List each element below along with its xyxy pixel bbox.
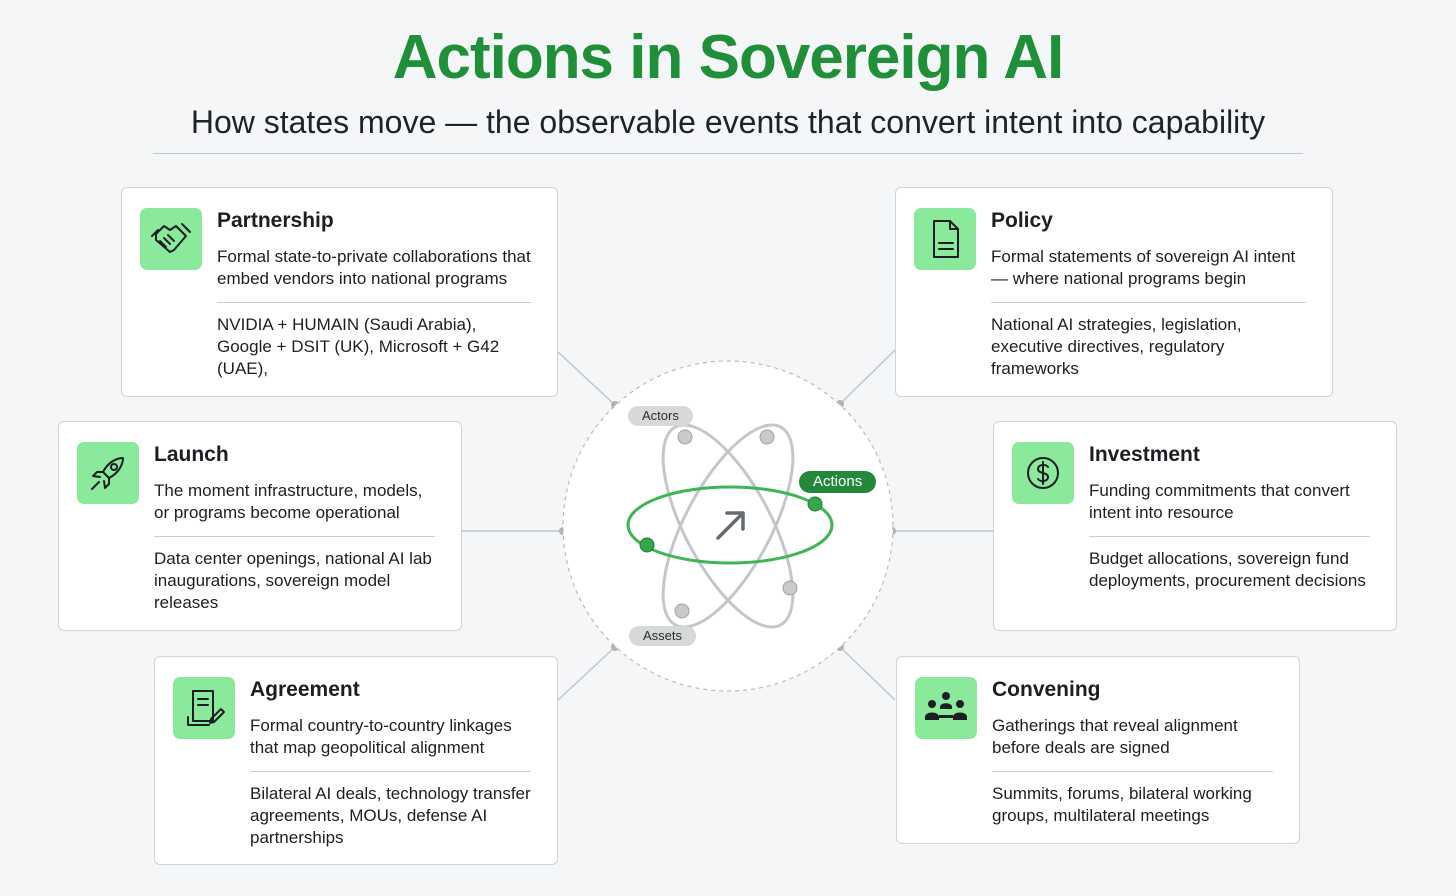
card-divider bbox=[991, 302, 1306, 303]
connector-policy bbox=[839, 349, 896, 405]
card-examples: Data center openings, national AI lab in… bbox=[154, 549, 432, 612]
card-examples: Budget allocations, sovereign fund deplo… bbox=[1089, 549, 1366, 590]
meeting-people-icon bbox=[915, 677, 977, 739]
card-title: Convening bbox=[992, 678, 1101, 701]
card-launch: Launch The moment infrastructure, models… bbox=[58, 421, 462, 631]
document-icon bbox=[914, 208, 976, 270]
connector-partnership bbox=[557, 351, 616, 406]
connector-lines bbox=[462, 349, 993, 701]
signed-document-icon bbox=[173, 677, 235, 739]
connector-agreement bbox=[557, 646, 616, 701]
card-title: Investment bbox=[1089, 443, 1200, 466]
card-title: Policy bbox=[991, 209, 1053, 232]
card-examples: National AI strategies, legislation, exe… bbox=[991, 315, 1242, 378]
card-description: The moment infrastructure, models, or pr… bbox=[154, 481, 423, 522]
orbit-node bbox=[759, 429, 775, 445]
orbit-node bbox=[674, 603, 690, 619]
orbit-node bbox=[677, 429, 693, 445]
page-title: Actions in Sovereign AI bbox=[392, 23, 1065, 92]
card-description: Funding commitments that convert intent … bbox=[1089, 481, 1350, 522]
orbit-actors bbox=[661, 423, 795, 629]
card-divider bbox=[1089, 536, 1370, 537]
orbit-actions bbox=[626, 485, 834, 565]
card-title: Agreement bbox=[250, 678, 360, 701]
card-partnership: Partnership Formal state-to-private coll… bbox=[121, 187, 558, 397]
label-actions: Actions bbox=[799, 471, 877, 493]
card-examples: Bilateral AI deals, technology transfer … bbox=[250, 784, 531, 847]
card-divider bbox=[250, 771, 531, 772]
orbit-assets bbox=[661, 423, 795, 629]
card-divider bbox=[217, 302, 531, 303]
page-subtitle: How states move — the observable events … bbox=[190, 104, 1266, 140]
header-divider bbox=[153, 153, 1303, 154]
orbit-node bbox=[782, 580, 798, 596]
label-actors: Actors bbox=[628, 406, 693, 426]
card-description: Formal state-to-private collaborations t… bbox=[217, 247, 531, 288]
card-description: Gatherings that reveal alignment before … bbox=[992, 716, 1238, 757]
card-investment: Investment Funding commitments that conv… bbox=[993, 421, 1397, 631]
arrow-up-right-icon bbox=[716, 511, 745, 540]
card-agreement: Agreement Formal country-to-country link… bbox=[154, 656, 558, 865]
label-assets: Assets bbox=[629, 626, 697, 646]
card-divider bbox=[154, 536, 435, 537]
card-title: Launch bbox=[154, 443, 229, 466]
card-policy: Policy Formal statements of sovereign AI… bbox=[895, 187, 1333, 397]
card-examples: Summits, forums, bilateral working group… bbox=[992, 784, 1252, 825]
card-description: Formal country-to-country linkages that … bbox=[250, 716, 512, 757]
orbit-nodes bbox=[639, 429, 823, 619]
dollar-coin-icon bbox=[1012, 442, 1074, 504]
card-title: Partnership bbox=[217, 209, 334, 232]
card-examples: NVIDIA + HUMAIN (Saudi Arabia), Google +… bbox=[217, 315, 500, 378]
rocket-icon bbox=[77, 442, 139, 504]
orbit-node-green bbox=[807, 496, 823, 512]
connector-convening bbox=[839, 646, 896, 701]
card-convening: Convening Gatherings that reveal alignme… bbox=[896, 656, 1300, 844]
orbit-node-green bbox=[639, 537, 655, 553]
card-description: Formal statements of sovereign AI intent… bbox=[991, 247, 1296, 288]
card-divider bbox=[992, 771, 1273, 772]
handshake-icon bbox=[140, 208, 202, 270]
